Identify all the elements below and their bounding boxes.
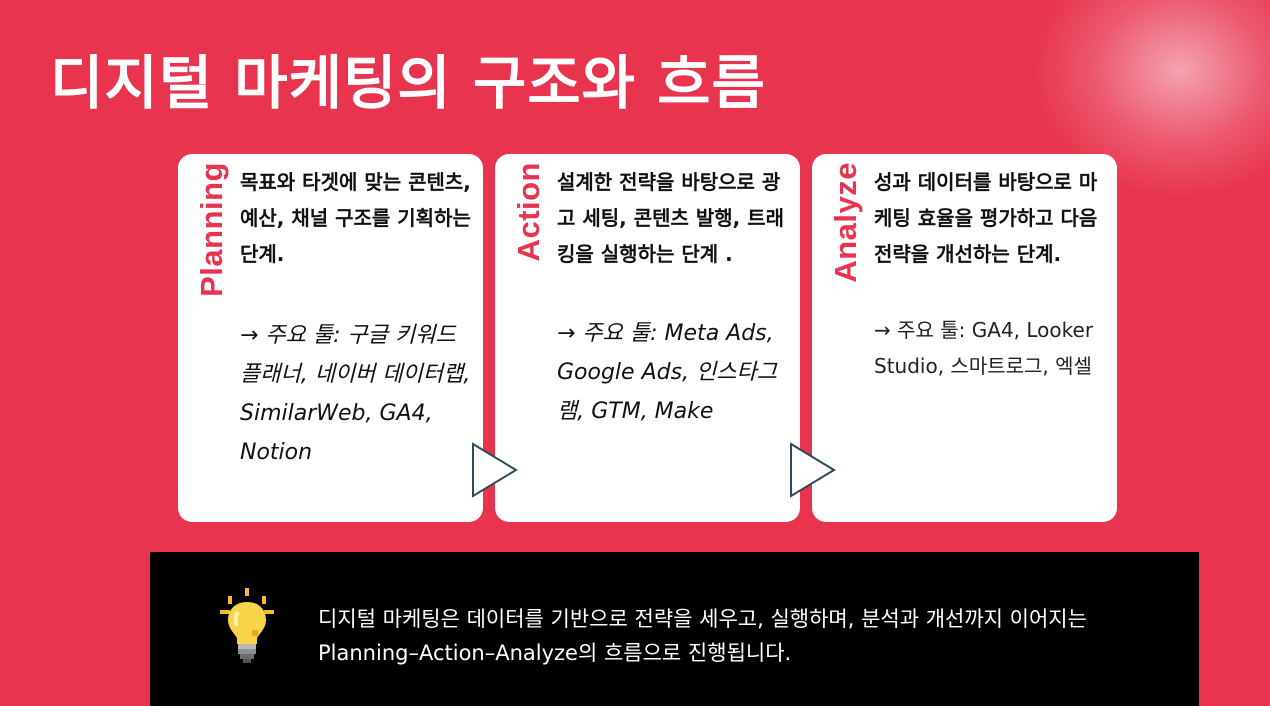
action-tools: → 주요 툴: Meta Ads, Google Ads, 인스타그램, GTM…: [557, 321, 777, 424]
action-card: Action 설계한 전략을 바탕으로 광고 세팅, 콘텐츠 발행, 트래킹을 …: [495, 154, 800, 522]
play-arrow-icon: [790, 442, 836, 498]
summary-text: 디지털 마케팅은 데이터를 기반으로 전략을 세우고, 실행하며, 분석과 개선…: [318, 607, 1087, 665]
action-description: 설계한 전략을 바탕으로 광고 세팅, 콘텐츠 발행, 트래킹을 실행하는 단계…: [557, 170, 785, 266]
action-label: Action: [511, 162, 546, 262]
play-arrow-icon: [472, 442, 518, 498]
planning-description: 목표와 타겟에 맞는 콘텐츠, 예산, 채널 구조를 기획하는 단계.: [240, 170, 471, 266]
summary-panel: 디지털 마케팅은 데이터를 기반으로 전략을 세우고, 실행하며, 분석과 개선…: [150, 552, 1199, 706]
lightbulb-icon: [220, 588, 274, 663]
analyze-tools: → 주요 툴: GA4, Looker Studio, 스마트로그, 엑셀: [874, 318, 1094, 378]
planning-label: Planning: [194, 162, 229, 297]
analyze-description: 성과 데이터를 바탕으로 마케팅 효율을 평가하고 다음 전략을 개선하는 단계…: [874, 170, 1098, 266]
planning-tools: → 주요 툴: 구글 키워드 플래너, 네이버 데이터랩, SimilarWeb…: [240, 323, 471, 465]
analyze-card: Analyze 성과 데이터를 바탕으로 마케팅 효율을 평가하고 다음 전략을…: [812, 154, 1117, 522]
analyze-label: Analyze: [828, 162, 863, 283]
page-title: 디지털 마케팅의 구조와 흐름: [50, 49, 766, 117]
planning-card: Planning 목표와 타겟에 맞는 콘텐츠, 예산, 채널 구조를 기획하는…: [178, 154, 483, 522]
